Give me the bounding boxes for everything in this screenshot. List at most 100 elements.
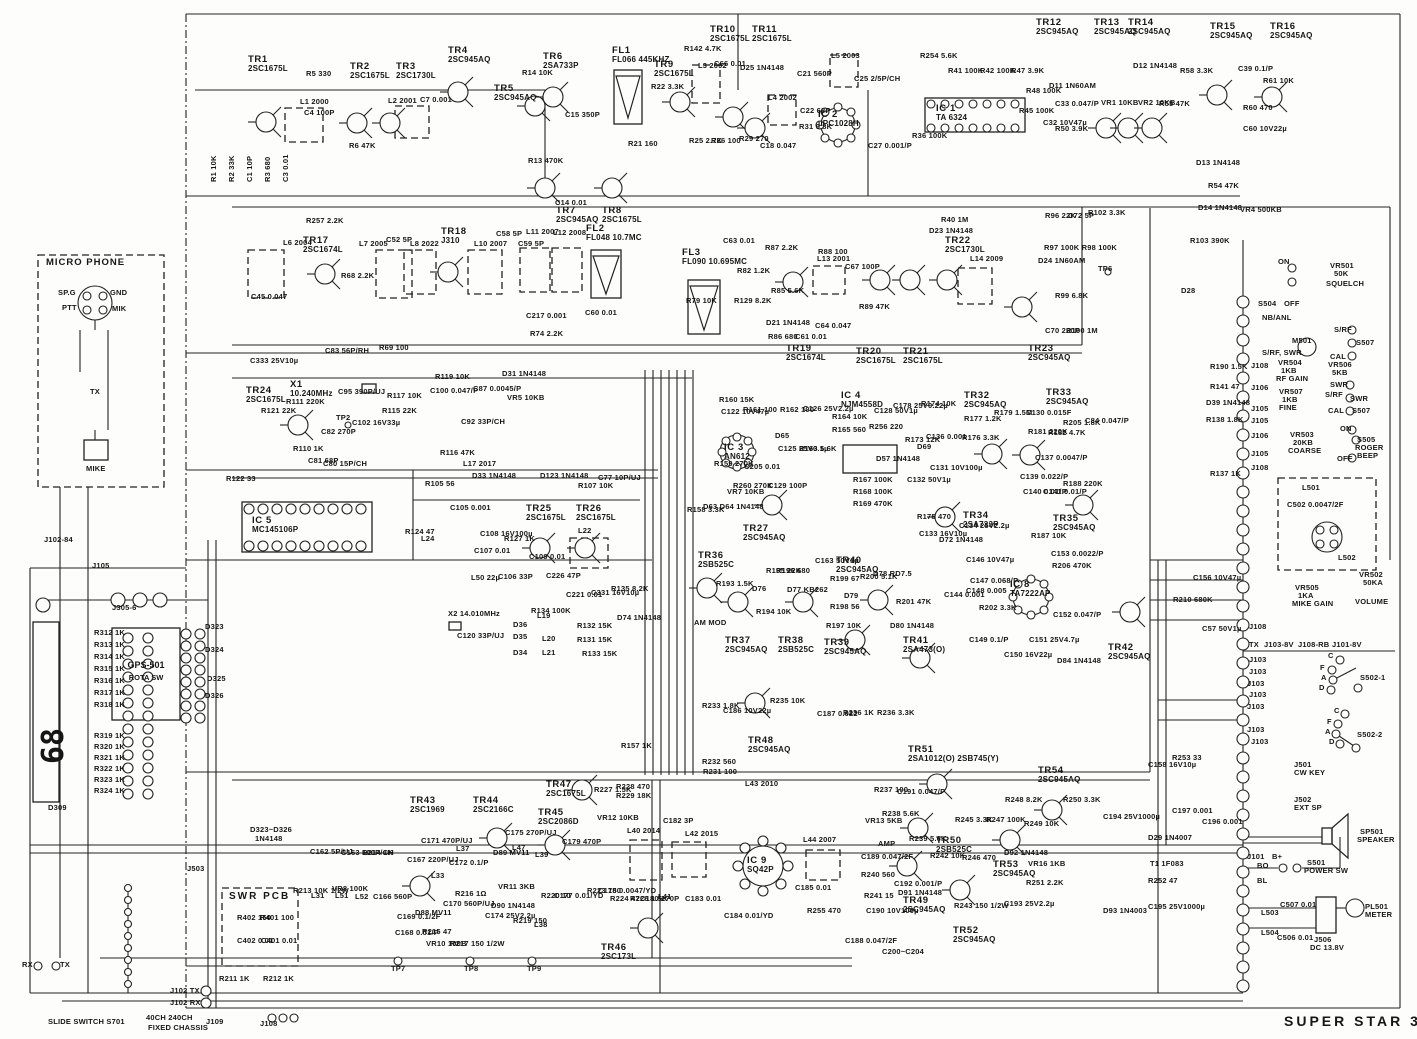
part-label: R318 1K	[94, 700, 126, 709]
transistor-lead	[454, 278, 464, 288]
junction	[194, 640, 206, 652]
junction	[123, 895, 133, 905]
part-label: R246 470	[962, 853, 997, 862]
transistor-lead	[272, 128, 282, 138]
junction	[180, 640, 192, 652]
part-label: SLIDE SWITCH S701	[48, 1017, 125, 1026]
junction	[194, 628, 206, 640]
junction	[299, 540, 311, 552]
junction	[122, 697, 134, 709]
component-part: 2SC1675L	[546, 788, 586, 798]
part-label: C402 0.01	[237, 936, 274, 945]
part-label: C	[1328, 651, 1334, 660]
part-label: R21 160	[628, 139, 658, 148]
junction	[123, 979, 133, 989]
junction	[1236, 599, 1250, 613]
part-label: R160 15K	[719, 395, 755, 404]
transistor-lead	[926, 642, 936, 652]
part-label: C18 0.047	[760, 141, 797, 150]
transistor-lead	[304, 431, 314, 441]
part-label: C174 25V2.2µ	[485, 911, 536, 920]
module-box	[467, 249, 503, 295]
part-label: C144 0.001	[944, 590, 985, 599]
component-part: 2SC945AQ	[1028, 352, 1071, 362]
component-id: TR50	[936, 835, 962, 846]
part-label: L20	[542, 634, 556, 643]
part-label: J105	[1251, 449, 1269, 458]
part-label: R137 1K	[1210, 469, 1242, 478]
part-label: C221 0.01	[566, 590, 603, 599]
part-label: M501	[1292, 336, 1312, 345]
junction	[1236, 295, 1250, 309]
part-label: R402 150	[237, 913, 272, 922]
junction	[926, 123, 936, 133]
part-label: D88 MV11	[415, 908, 452, 917]
part-label: VR502	[1359, 570, 1383, 579]
part-label: TP8	[464, 964, 479, 973]
module-box	[805, 849, 841, 881]
component-id: IC 1	[936, 103, 956, 114]
component-id: IC 5	[252, 515, 272, 526]
part-label: C502 0.0047/2F	[1287, 500, 1344, 509]
component-part: 2SC2166C	[473, 804, 514, 814]
component-part: 2SC945AQ	[993, 868, 1036, 878]
part-label: L52	[355, 892, 369, 901]
module-box	[590, 249, 622, 299]
part-label: D80 1N4148	[890, 621, 935, 630]
part-label: C147 0.068/P	[970, 576, 1019, 585]
transistor-lead	[331, 258, 341, 268]
part-label: R242 10K	[930, 851, 966, 860]
component-part: 2SC1675L	[602, 214, 642, 224]
junction	[732, 432, 742, 442]
part-label: R232 560	[702, 757, 737, 766]
part-label: C192 0.001/P	[894, 879, 943, 888]
part-label: R58 3.3K	[1180, 66, 1214, 75]
part-label: D76	[752, 584, 767, 593]
part-label: R227 1.5K	[594, 785, 632, 794]
part-label: 1KB	[1281, 366, 1297, 375]
component-part: 2SC1675L	[856, 355, 896, 365]
part-label: C108 16V100µ	[480, 529, 533, 538]
part-label: R239 5.6K	[909, 834, 947, 843]
transistor-lead	[1089, 511, 1099, 521]
part-label: D28	[1181, 286, 1196, 295]
component-part: 2SC945AQ	[1046, 396, 1089, 406]
component-id: TR19	[786, 343, 812, 354]
component-id: TR53	[993, 859, 1019, 870]
component-part: 2SA1012(O) 2SB745(Y)	[908, 753, 999, 763]
part-label: C148 0.005	[966, 586, 1007, 595]
module-box	[519, 247, 551, 293]
junction	[123, 943, 133, 953]
part-label: C190 10V100µ	[866, 906, 919, 915]
transistor-lead	[884, 606, 894, 616]
part-label: D33 1N4148	[472, 471, 517, 480]
transistor-lead	[272, 106, 282, 116]
part-label: D24 1N60AM	[1038, 256, 1086, 265]
component-part: TA7222AP	[1010, 588, 1051, 598]
part-label: R105 56	[425, 479, 455, 488]
component-part: 2SA733P	[543, 60, 579, 70]
part-label: R201 47K	[896, 597, 932, 606]
component-id: TR44	[473, 795, 499, 806]
part-label: R142 4.7K	[684, 44, 722, 53]
part-label: R74 2.2K	[530, 329, 564, 338]
transistor-lead	[998, 438, 1008, 448]
part-label: R206 470K	[1052, 561, 1092, 570]
component-id: TR52	[953, 925, 979, 936]
part-label: R179 1.5M	[994, 408, 1033, 417]
part-label: R134 100K	[531, 606, 571, 615]
part-label: ROGER	[1355, 443, 1384, 452]
part-label: D325	[207, 674, 226, 683]
part-label: R196 680	[776, 566, 811, 575]
transistor-lead	[761, 709, 771, 719]
part-label: J103-8V	[1264, 640, 1294, 649]
swr-pcb-label: SWR PCB	[229, 891, 291, 902]
component-id: FL2	[586, 223, 605, 234]
junction	[1236, 903, 1250, 917]
part-label: D74 1N4148	[617, 613, 662, 622]
